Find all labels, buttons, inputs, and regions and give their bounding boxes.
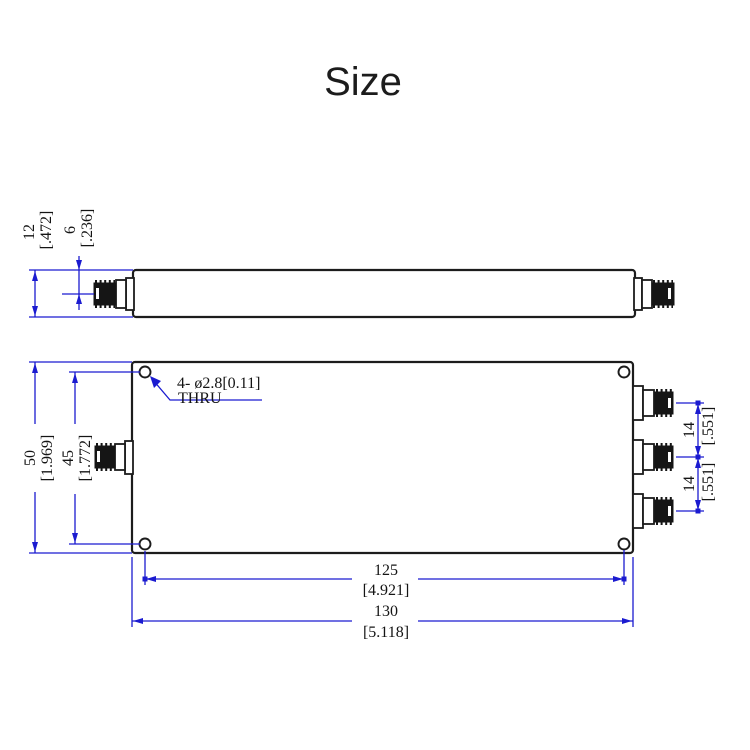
- dim-body-width-130: 130 [5.118]: [131, 557, 634, 641]
- mounting-hole-bottom-left: [138, 537, 152, 551]
- node-marker: [621, 576, 627, 582]
- dim-value-mm: 50: [22, 450, 39, 466]
- connector-barrel: [654, 499, 674, 523]
- dim-value-mm: 12: [21, 224, 38, 240]
- top-view-input-connector: [94, 440, 134, 475]
- hole-callout: 4- ø2.8[0.11] THRU: [150, 375, 262, 407]
- dim-hole-spacing-vertical-45: 45 [1.772]: [60, 371, 140, 545]
- connector-flange: [124, 440, 134, 475]
- top-view-output-connector-3: [632, 493, 674, 529]
- arrowhead: [622, 618, 632, 624]
- arrowhead: [32, 306, 38, 316]
- connector-nut: [115, 279, 127, 309]
- node-marker: [695, 508, 701, 514]
- arrowhead: [32, 363, 38, 373]
- arrowhead: [76, 294, 82, 304]
- top-view-output-connector-1: [632, 385, 674, 421]
- connector-nut: [642, 497, 655, 525]
- dim-side-height-12: 12 [.472]: [21, 211, 133, 318]
- arrowhead: [695, 446, 701, 456]
- connector-tip-notch: [668, 452, 671, 462]
- arrowhead: [72, 533, 78, 543]
- dim-value-inch: [1.772]: [77, 435, 94, 482]
- arrowhead: [695, 404, 701, 414]
- leader-arrowhead: [150, 376, 161, 388]
- dim-value-mm: 14: [681, 422, 698, 438]
- connector-tip-notch: [668, 506, 671, 516]
- dim-side-connector-offset-6: 6 [.236]: [62, 209, 96, 310]
- connector-nut: [642, 389, 655, 417]
- mounting-hole-top-left: [138, 365, 152, 379]
- dim-value-inch: [.551]: [700, 407, 717, 446]
- arrowhead: [72, 373, 78, 383]
- page-title: Size: [324, 60, 402, 104]
- node-marker: [695, 454, 701, 460]
- top-view: 4- ø2.8[0.11] THRU: [22, 360, 717, 641]
- side-view-left-connector: [93, 277, 135, 311]
- arrowhead: [32, 271, 38, 281]
- connector-tip-notch: [96, 288, 99, 299]
- dim-value-inch: [1.969]: [39, 435, 56, 482]
- dim-value-inch: [5.118]: [363, 624, 409, 641]
- connector-flange: [632, 439, 644, 475]
- arrowhead: [695, 500, 701, 510]
- hole-callout-size: 4- ø2.8[0.11]: [177, 375, 260, 392]
- connector-tip-notch: [668, 288, 671, 299]
- side-view-right-connector: [633, 277, 675, 311]
- connector-nut: [641, 279, 653, 309]
- connector-tip-notch: [97, 451, 100, 462]
- leader-line: [152, 379, 262, 401]
- dim-value-mm: 130: [374, 603, 398, 620]
- connector-flange: [632, 385, 644, 421]
- connector-flange: [125, 277, 135, 311]
- hole-callout-note: THRU: [178, 390, 222, 407]
- dim-value-inch: [.551]: [700, 463, 717, 502]
- node-marker: [695, 400, 701, 406]
- mounting-hole-bottom-right: [617, 537, 631, 551]
- connector-flange: [633, 277, 643, 311]
- connector-flange: [632, 493, 644, 529]
- dim-value-mm: 45: [60, 450, 77, 466]
- dim-hole-spacing-horizontal-125: 125 [4.921]: [142, 550, 627, 599]
- dim-value-mm: 125: [374, 562, 398, 579]
- mounting-hole-top-right: [617, 365, 631, 379]
- arrowhead: [133, 618, 143, 624]
- dim-value-inch: [.236]: [79, 209, 96, 248]
- connector-nut: [114, 443, 126, 471]
- dim-port-spacing-14: 14 [.551] 14 [.551]: [676, 400, 717, 514]
- dim-value-inch: [.472]: [38, 211, 55, 250]
- arrowhead: [613, 576, 623, 582]
- dim-body-height-50: 50 [1.969]: [22, 361, 132, 554]
- dim-value-mm: 6: [62, 226, 79, 234]
- connector-barrel: [654, 445, 674, 469]
- node-marker: [142, 576, 148, 582]
- connector-nut: [642, 443, 655, 471]
- dim-value-mm: 14: [681, 476, 698, 492]
- side-view: 12 [.472] 6 [.236]: [21, 209, 675, 319]
- connector-tip-notch: [668, 398, 671, 408]
- connector-barrel: [654, 391, 674, 415]
- side-view-body: [131, 268, 637, 319]
- arrowhead: [695, 458, 701, 468]
- top-view-output-connector-2: [632, 439, 674, 475]
- arrowhead: [32, 542, 38, 552]
- arrowhead: [76, 260, 82, 270]
- arrowhead: [146, 576, 156, 582]
- dim-value-inch: [4.921]: [363, 582, 410, 599]
